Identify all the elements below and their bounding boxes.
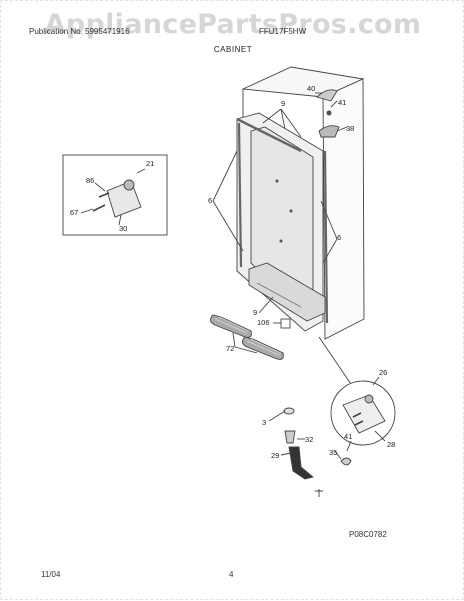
callout-38: 38: [346, 124, 354, 133]
leader-line: [320, 200, 338, 264]
inset-bracket: [106, 180, 142, 218]
leader-line: [118, 214, 122, 226]
bottom-hinge-bracket: [342, 394, 386, 434]
cabinet-side: [322, 78, 365, 340]
top-hinge-cover: [316, 89, 338, 102]
liner-dot: [279, 239, 283, 243]
leader-line: [336, 126, 348, 132]
bottom-rail: [248, 262, 326, 322]
kick-plate-clip: [280, 318, 291, 329]
footer-date: 11/04: [41, 570, 61, 579]
watermark: AppliancePartsPros.com: [44, 9, 422, 40]
callout-3: 3: [262, 418, 266, 427]
leader-line: [80, 208, 94, 214]
publication-number: Publication No. 5995471916: [29, 27, 130, 36]
leveling-leg-cap: [283, 407, 295, 415]
diagram-code: P08C0782: [349, 530, 387, 539]
leader-line: [258, 296, 274, 314]
callout-86: 86: [86, 176, 94, 185]
leader-line: [280, 452, 292, 456]
gasket-strip-top: [236, 117, 302, 153]
callout-72: 72: [226, 344, 234, 353]
leader-line: [372, 376, 380, 386]
hinge-bushing: [364, 394, 374, 404]
leader-line: [374, 430, 386, 442]
callout-28: 28: [387, 440, 395, 449]
leader-line: [136, 168, 146, 174]
callout-41: 41: [338, 98, 346, 107]
hinge-screw: [326, 110, 332, 116]
callout-21: 21: [146, 159, 154, 168]
callout-30: 30: [119, 224, 127, 233]
leader-line: [212, 150, 244, 252]
leader-line: [330, 100, 338, 108]
leader-line: [94, 182, 106, 192]
callout-35: 35: [329, 448, 337, 457]
callout-29: 29: [271, 451, 279, 460]
vent-grille-lower: [242, 336, 284, 360]
top-hinge: [318, 125, 340, 138]
callout-26: 26: [379, 368, 387, 377]
gasket-strip-left: [237, 122, 243, 268]
leader-line: [334, 450, 342, 460]
section-title: CABINET: [213, 45, 253, 54]
callout-6-left: 6: [208, 196, 212, 205]
callout-9-lower: 9: [253, 308, 257, 317]
hinge-pin: [288, 446, 314, 480]
leader-line: [268, 410, 286, 422]
inset-bushing: [123, 179, 135, 191]
model-number: FFU17F5HW: [259, 27, 307, 36]
callout-40: 40: [307, 84, 315, 93]
callout-106: 106: [257, 318, 270, 327]
leveling-leg: [284, 430, 296, 444]
callout-32: 32: [305, 435, 313, 444]
callout-6-right: 6: [337, 233, 341, 242]
bottom-rail-detail: [256, 282, 302, 308]
callout-41-lower: 41: [344, 432, 352, 441]
liner-dot: [289, 209, 293, 213]
leader-line: [262, 108, 302, 138]
leader-line: [346, 440, 352, 452]
liner-dot: [275, 179, 279, 183]
detail-leader: [318, 336, 354, 388]
footer-page-number: 4: [229, 570, 234, 579]
callout-67: 67: [70, 208, 78, 217]
hinge-screw: [352, 412, 364, 426]
floor-marker: [315, 489, 323, 497]
inset-screw: [92, 204, 106, 212]
hinge-washer: [340, 457, 352, 466]
leader-line: [232, 332, 258, 354]
callout-9: 9: [281, 99, 285, 108]
vent-grille-upper: [210, 314, 252, 338]
inset-screw: [98, 192, 110, 198]
gasket-strip-right: [323, 150, 329, 324]
